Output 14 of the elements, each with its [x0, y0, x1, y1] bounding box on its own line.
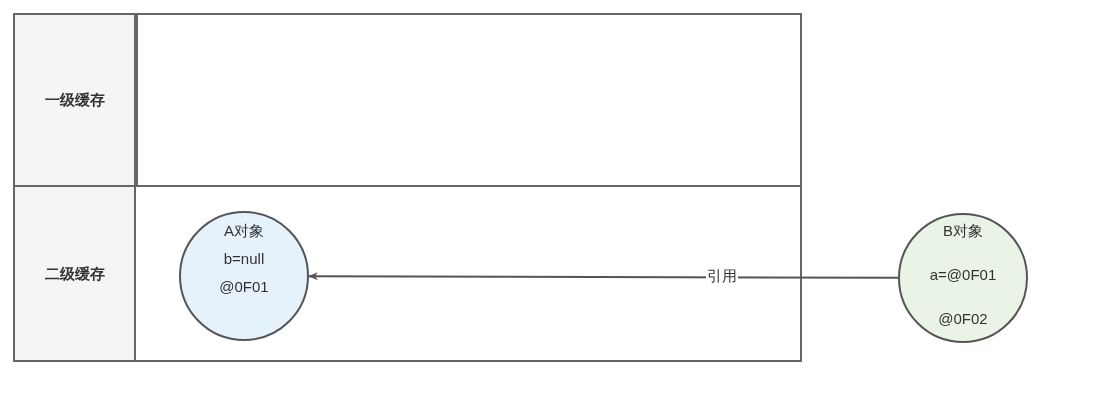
node-text: 二级缓存 [44, 263, 105, 284]
node-text: 一级缓存 [44, 90, 105, 110]
table-cell [134, 185, 802, 362]
row-header-cell [13, 13, 136, 187]
edge-label: 引用 [706, 267, 738, 285]
node-text: @0F02 [938, 309, 988, 329]
table-cell [136, 13, 802, 187]
node-text: b=null [223, 249, 265, 269]
node-text: B对象 [943, 221, 983, 241]
row-header-cell [13, 185, 136, 362]
node-text: a=@0F01 [929, 265, 997, 285]
arrow [308, 272, 899, 281]
node-text: @0F01 [219, 277, 269, 297]
node-text: A对象 [224, 221, 264, 241]
